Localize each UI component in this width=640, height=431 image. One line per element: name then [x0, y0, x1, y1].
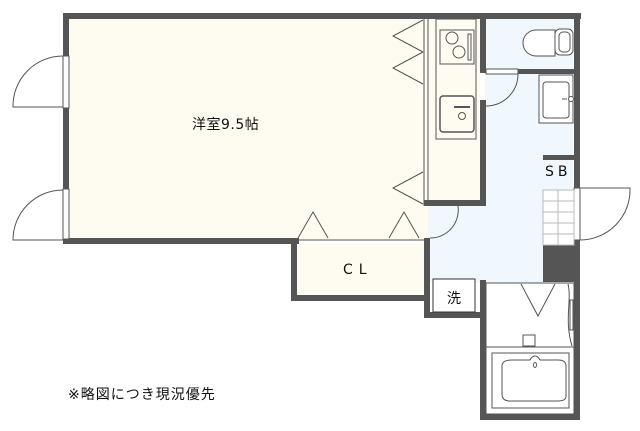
entry-door-lower [12, 188, 70, 241]
kitchen-counter [435, 18, 477, 140]
hall-door [429, 205, 459, 239]
toilet-door [485, 68, 519, 107]
washbasin [538, 74, 574, 124]
room-label-shoebox: SB [545, 164, 572, 180]
room-label-western: 洋室9.5帖 [192, 117, 260, 133]
entry-door-upper [12, 55, 70, 109]
hall-floor-lower [428, 206, 543, 283]
closet-floor [296, 244, 424, 294]
walls [63, 13, 581, 420]
side-door [573, 187, 631, 241]
folding-door-marks [297, 18, 429, 241]
shoe-box-grid [542, 189, 575, 246]
bathroom [485, 282, 575, 415]
toilet [522, 28, 574, 57]
room-label-closet: CL [343, 262, 373, 278]
washer-box [432, 278, 476, 313]
room-label-washer: 洗 [447, 291, 461, 307]
western-room-floor [68, 18, 428, 240]
disclaimer-note: ※略図につき現況優先 [68, 387, 216, 403]
